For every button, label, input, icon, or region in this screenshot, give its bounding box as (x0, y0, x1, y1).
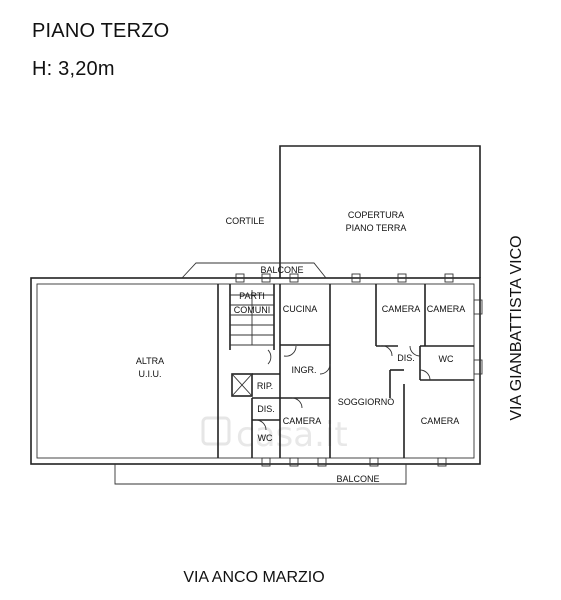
label-ingr: INGR. (291, 365, 316, 375)
roof-block (279, 145, 481, 278)
label-dis-1: DIS. (397, 353, 415, 363)
label-balcone-bottom: BALCONE (336, 474, 379, 484)
label-cucina: CUCINA (283, 304, 318, 314)
svg-text:casa.it: casa.it (236, 415, 348, 455)
watermark-logo: casa.it (201, 415, 348, 455)
label-wc-2: WC (258, 433, 273, 443)
label-comuni: COMUNI (234, 305, 271, 315)
label-camera-3: CAMERA (283, 416, 322, 426)
label-piano-terra: PIANO TERRA (346, 223, 407, 233)
height-label: H: 3,20m (32, 58, 115, 80)
street-bottom: VIA ANCO MARZIO (183, 569, 324, 586)
window-marks (235, 273, 483, 467)
label-parti: PARTI (239, 291, 265, 301)
label-dis-2: DIS. (257, 404, 275, 414)
label-camera-4: CAMERA (421, 416, 460, 426)
label-altra: ALTRA (136, 356, 164, 366)
label-cortile: CORTILE (226, 216, 265, 226)
floor-title: PIANO TERZO (32, 20, 170, 42)
label-copertura: COPERTURA (348, 210, 404, 220)
label-camera-2: CAMERA (427, 304, 466, 314)
street-right: VIA GIANBATTISTA VICO (508, 235, 525, 420)
stairs (230, 290, 274, 345)
label-camera-1: CAMERA (382, 304, 421, 314)
internal-walls (217, 284, 474, 458)
label-rip: RIP. (257, 381, 273, 391)
label-uiu: U.I.U. (138, 369, 161, 379)
label-balcone-top: BALCONE (260, 265, 303, 275)
label-soggiorno: SOGGIORNO (338, 397, 395, 407)
label-wc-1: WC (439, 354, 454, 364)
